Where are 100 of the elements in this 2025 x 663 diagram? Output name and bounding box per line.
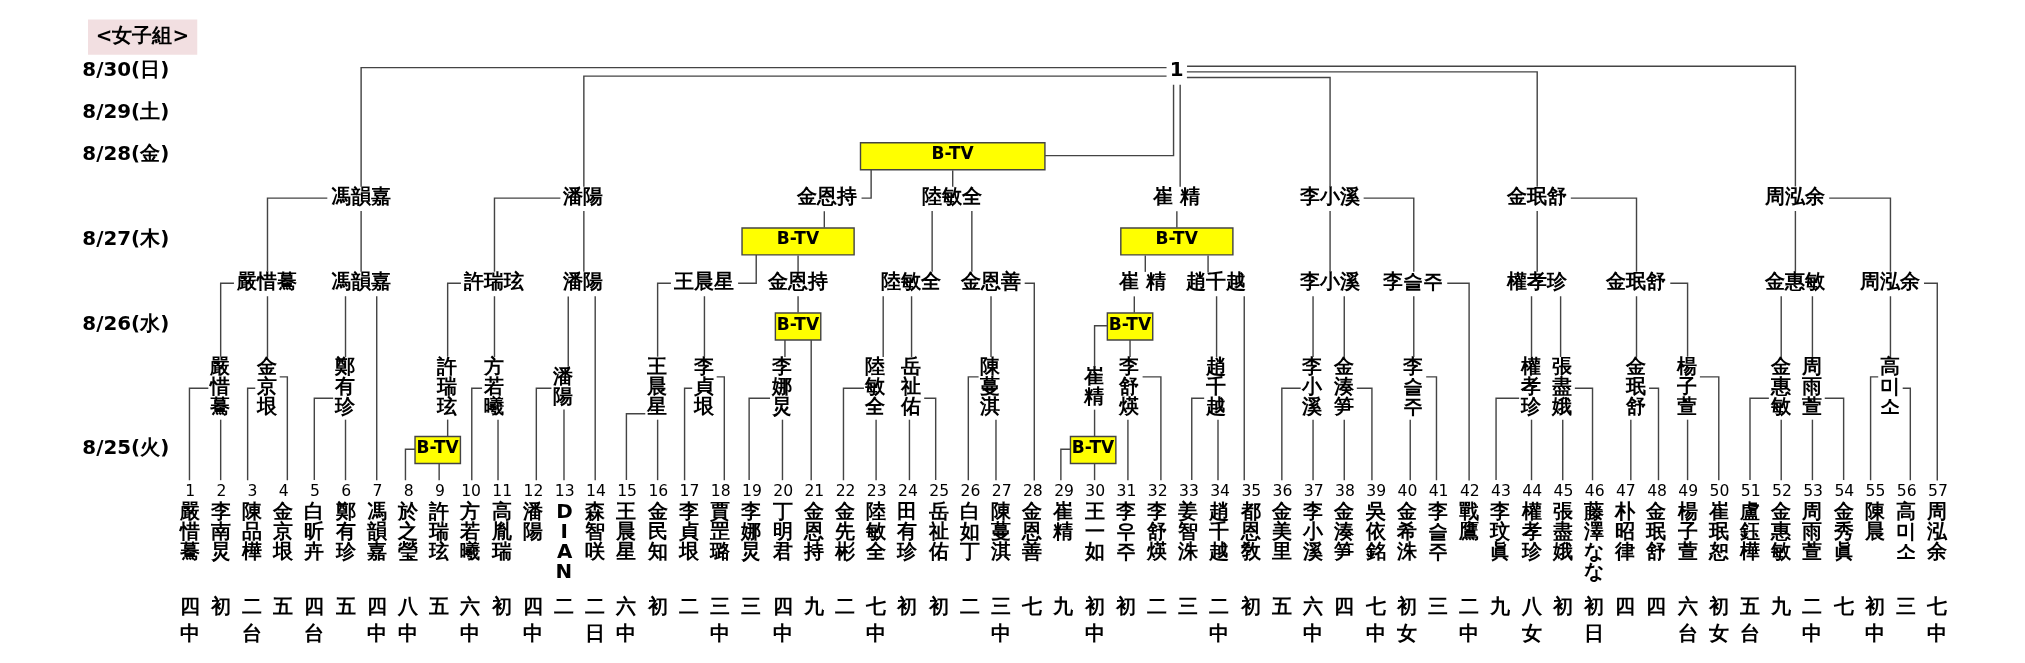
connector [493,295,495,358]
node-text: 潘陽 [552,364,573,408]
connector [562,408,565,481]
node-box: B-TV [1119,227,1234,256]
node-box: B-TV [413,435,461,465]
connector [404,448,416,481]
connector [1827,197,1891,273]
connector [1647,387,1659,481]
node-text: 陸敏全 [880,269,941,293]
node-text: 43 李玟眞 九 [1489,481,1511,619]
connector [266,197,328,273]
node-text: 崔精 [1083,364,1104,408]
connector [1311,295,1314,358]
label: 8/29(土) [81,99,169,123]
connector [908,418,910,481]
connector [994,418,997,481]
connector [747,397,771,481]
connector [783,339,786,358]
node-text: 15 王晨星 六 中 [615,481,637,646]
connector [796,254,799,273]
node-text: 26 白如丁 二 [959,481,980,619]
node-text: 38 金湊笋 四 [1333,481,1355,619]
node-text: 周泓余 [1859,269,1920,293]
node-text: 崔 精 [1152,184,1200,208]
connector [219,282,235,358]
connector [1635,295,1637,358]
connector [656,282,672,358]
connector [1043,84,1174,157]
connector [1412,295,1414,358]
node-text: 金珉舒 [1506,184,1567,208]
node-text: 9 許瑞玹 五 [428,481,449,619]
node-text: 許瑞玹 [463,269,524,293]
node-text: 31 李우주 初 [1115,481,1136,619]
connector [1243,295,1245,481]
node-text: 金恩持 [767,269,828,293]
connector [1901,387,1911,481]
connector [656,418,658,481]
node-text: 28 金恩善 七 [1021,481,1043,619]
connector [1922,282,1938,482]
node-text: 46 藤澤なな 初 日 [1583,481,1605,646]
connector [1355,387,1373,481]
node-text: 27 陳蔓淇 三 中 [990,481,1012,646]
connector [1023,282,1035,482]
connector [1669,282,1688,358]
connector [1141,376,1162,481]
connector [1343,295,1345,358]
connector [860,169,872,199]
label: 8/27(木) [81,227,169,251]
node-text: 50 崔珉恕 初 女 [1708,481,1729,646]
node-text: 許瑞玹 [436,354,457,418]
connector [810,339,812,481]
connector [1206,254,1209,273]
connector [882,295,884,358]
node-text: 嚴惜驀 [236,269,297,293]
connector [796,295,799,314]
node-text: 2 李南炅 初 [210,481,231,619]
connector [1215,295,1217,358]
node-text: 金京垠 [256,354,277,418]
connector [1698,376,1719,481]
node-text: 52 金惠敏 九 [1770,481,1792,619]
node-box: B-TV [859,142,1046,171]
node-text: 金湊笋 [1333,354,1354,418]
connector [874,418,877,481]
connector [1409,418,1411,481]
node-text: 王晨星 [646,354,667,418]
label: 8/28(金) [81,142,169,166]
connector [842,387,865,481]
node-text: 19 李娜炅 三 [740,481,762,619]
node-text: 李슬주 [1402,354,1423,418]
node-text: 24 田有珍 初 [896,481,918,619]
connector [278,376,288,481]
node-text: 42 戰鷹 二 中 [1458,481,1480,646]
connector [344,418,346,481]
node-text: 47 朴昭律 四 [1614,481,1636,619]
connector [1569,197,1637,273]
node-text: 4 金京垠 五 [272,481,293,619]
node-text: 權孝珍 [1506,269,1567,293]
node-text: 45 張盡娥 初 [1552,481,1573,619]
node-text: 金惠敏 [1764,269,1825,293]
node-text: 25 岳祉佑 初 [928,481,949,619]
node-box: B-TV [1069,435,1117,465]
node-text: 10 方若曦 六 中 [459,481,481,646]
node-text: 33 姜智洙 三 [1177,481,1199,619]
node-text: 36 金美里 五 [1271,481,1292,619]
node-text: 金惠敏 [1770,354,1791,418]
node-text: 13 DIAN 二 [553,481,575,619]
connector [1573,387,1593,481]
node-text: 40 金希洙 初 女 [1396,481,1417,646]
node-text: 李小溪 [1299,269,1360,293]
connector [1536,210,1538,273]
connector [535,387,552,481]
connector [1178,84,1181,188]
node-text: 8 於之瑩 八 中 [397,481,418,646]
connector [1686,418,1688,481]
node-text: 55 陳晨 初 中 [1864,481,1885,646]
node-text: 潘陽 [562,269,603,293]
connector [930,210,933,273]
node-text: 李小溪 [1301,354,1322,418]
connector [910,295,912,358]
node-text: 金恩善 [960,269,1021,293]
